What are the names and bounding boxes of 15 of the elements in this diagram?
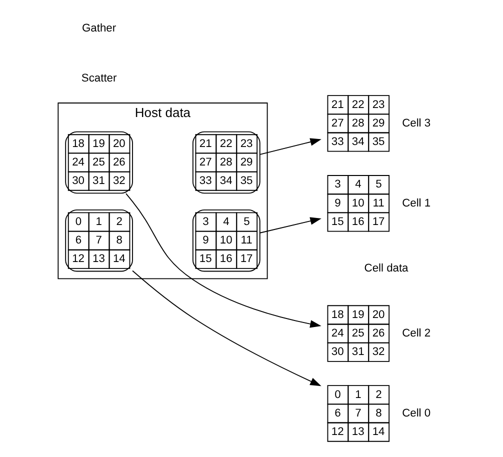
label: Scatter: [81, 72, 117, 85]
node-box: 18 19 20 24 25 26 30 31 32: [65, 131, 133, 194]
node-label: Cell 2: [402, 327, 431, 340]
node-label: Cell 1: [402, 197, 431, 210]
arrow: [132, 270, 322, 386]
arrow: [260, 138, 322, 155]
node-box: 0 1 2 6 7 8 12 13 14: [65, 209, 133, 272]
node-box: 3 4 5 9 10 11 15 16 17: [192, 209, 260, 272]
arrow: [126, 193, 322, 328]
node-box: 21 22 23 27 28 29 33 34 35: [192, 131, 260, 194]
label: Cell data: [364, 262, 408, 274]
label: Gather: [82, 22, 116, 35]
node-label: Cell 3: [402, 117, 431, 130]
node-label: Cell 0: [402, 407, 431, 420]
arrow: [260, 217, 322, 234]
